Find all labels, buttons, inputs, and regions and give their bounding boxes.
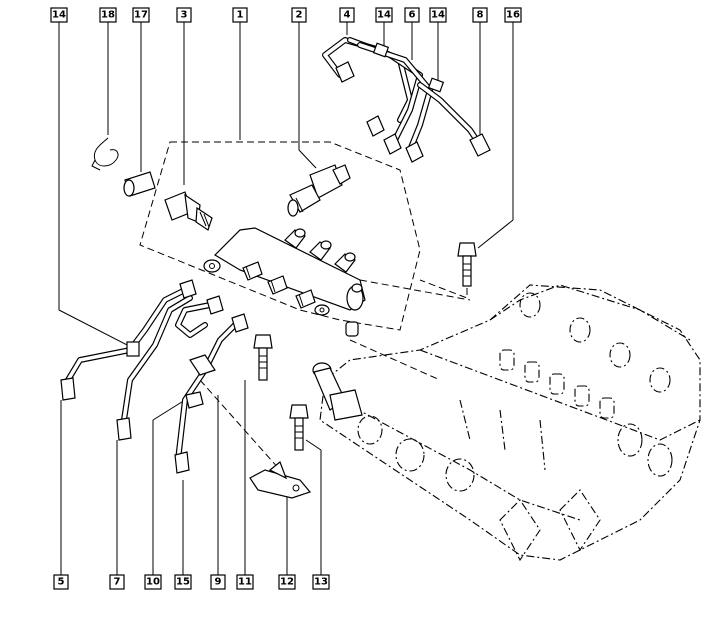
callout-13: 13 — [312, 574, 330, 590]
bracket-clip-part — [189, 354, 216, 376]
callout-5: 5 — [53, 574, 69, 590]
callout-11: 11 — [236, 574, 254, 590]
svg-text:14: 14 — [431, 10, 445, 21]
callout-4: 4 — [339, 7, 355, 23]
svg-text:6: 6 — [409, 10, 416, 21]
svg-text:18: 18 — [101, 10, 115, 21]
callout-1: 1 — [232, 7, 248, 23]
coolant-outlet-part — [312, 362, 363, 421]
callout-7: 7 — [109, 574, 125, 590]
svg-text:16: 16 — [506, 10, 520, 21]
callout-6: 6 — [404, 7, 420, 23]
bracket-part — [249, 461, 312, 499]
svg-text:1: 1 — [237, 10, 244, 21]
callout-3: 3 — [176, 7, 192, 23]
svg-text:4: 4 — [344, 10, 351, 21]
callout-15: 15 — [174, 574, 192, 590]
callout-14-b: 14 — [375, 7, 393, 23]
callouts-bottom: 5 7 10 15 9 11 12 13 — [53, 574, 330, 590]
svg-text:11: 11 — [238, 577, 252, 588]
clip-part — [91, 137, 119, 171]
common-rail-part — [203, 227, 366, 316]
bushing-part — [123, 171, 156, 197]
svg-text:14: 14 — [377, 10, 391, 21]
assembly-guide-2 — [349, 339, 441, 381]
svg-text:13: 13 — [314, 577, 328, 588]
spacer-part — [345, 321, 359, 337]
callout-14-a: 14 — [50, 7, 68, 23]
svg-text:7: 7 — [114, 577, 121, 588]
callout-16: 16 — [504, 7, 522, 23]
svg-text:3: 3 — [181, 10, 188, 21]
pressure-sensor-part — [164, 191, 213, 231]
injector-pipes-top — [322, 37, 491, 163]
callout-17: 17 — [132, 7, 150, 23]
svg-text:9: 9 — [215, 577, 222, 588]
callouts-top: 14 18 17 3 1 2 4 14 6 14 8 16 — [50, 7, 522, 23]
engine-block — [319, 284, 701, 562]
svg-text:8: 8 — [477, 10, 484, 21]
injector-pipes-left — [60, 279, 224, 441]
svg-text:10: 10 — [146, 577, 160, 588]
callout-10: 10 — [144, 574, 162, 590]
bolt-13 — [289, 404, 309, 451]
callout-2: 2 — [291, 7, 307, 23]
assembly-outline — [139, 141, 421, 331]
assembly-guide-1 — [359, 279, 471, 301]
svg-text:14: 14 — [52, 10, 66, 21]
bolt-11 — [253, 334, 273, 381]
callout-14-c: 14 — [429, 7, 447, 23]
callout-8: 8 — [472, 7, 488, 23]
svg-text:12: 12 — [280, 577, 294, 588]
assembly-guide-3 — [199, 379, 281, 471]
svg-text:15: 15 — [176, 577, 190, 588]
pressure-regulator-part — [287, 164, 351, 217]
bolt-16 — [419, 242, 477, 299]
svg-text:17: 17 — [134, 10, 148, 21]
svg-text:2: 2 — [296, 10, 303, 21]
svg-text:5: 5 — [58, 577, 65, 588]
leader-lines — [58, 22, 514, 575]
callout-12: 12 — [278, 574, 296, 590]
callout-18: 18 — [99, 7, 117, 23]
callout-9: 9 — [210, 574, 226, 590]
